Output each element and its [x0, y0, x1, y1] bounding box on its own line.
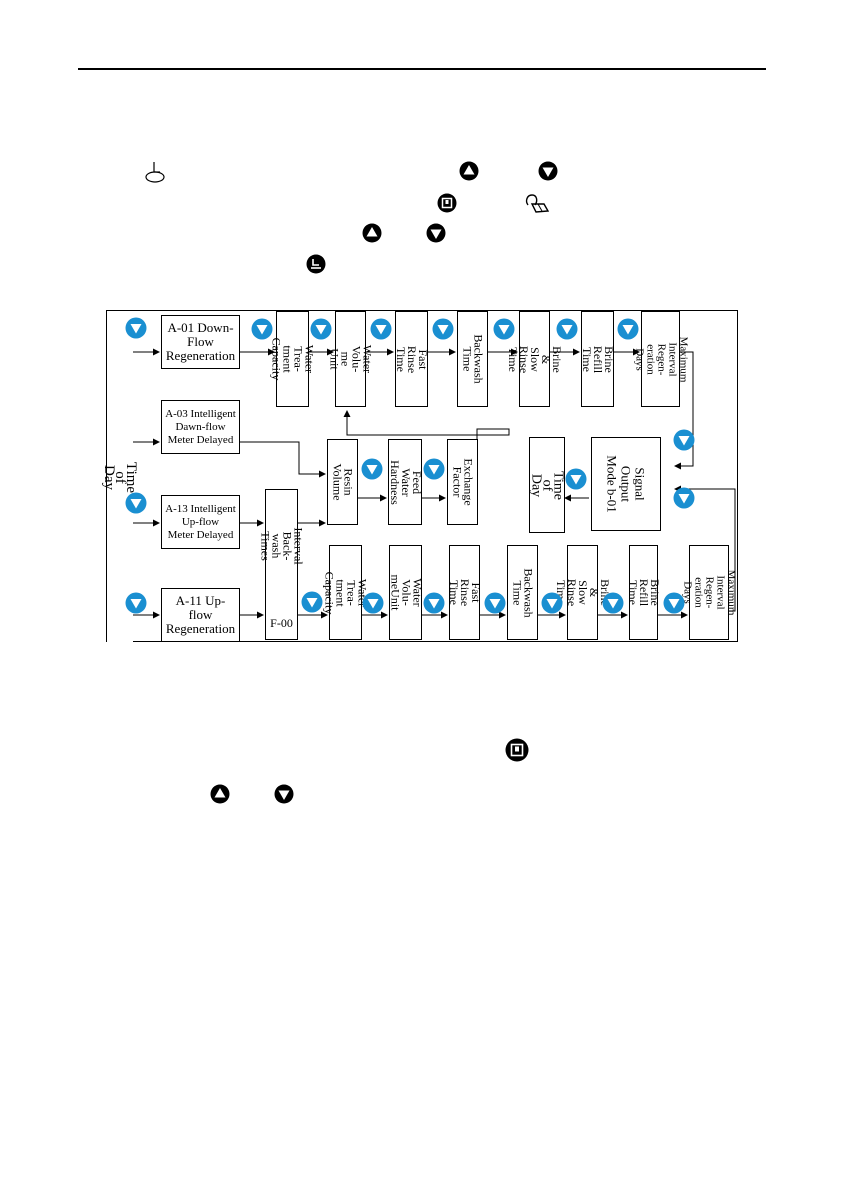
bottom-water-volume-unit-box: Water Volu- meUnit [388, 545, 424, 640]
menu-button-icon [505, 738, 529, 762]
top-water-volume-unit-box: Water Volu- me Unit [328, 311, 375, 407]
header-rule [78, 68, 766, 70]
feed-water-hardness-box: Feed Water Hardness [388, 439, 424, 525]
top-max-interval-regeneration-days-box: Maximum Interval Regen- eration Days [633, 311, 689, 407]
branch-a13-box: A-13 Intelligent Up-flow Meter Delayed [161, 495, 240, 549]
down-arrow-button-icon [602, 592, 624, 614]
bottom-brine-slow-rinse-time-box: Brine & Slow Rinse Time [554, 545, 612, 640]
up-arrow-button-icon [362, 223, 382, 243]
down-arrow-button-icon [673, 487, 695, 509]
set-button-icon [306, 254, 326, 274]
setting-flow-diagram: Time of Day A-01 Down- Flow Regeneration… [102, 310, 738, 643]
down-arrow-button-icon [556, 318, 578, 340]
top-backwash-time-box: Backwash Time [457, 311, 488, 407]
down-arrow-button-icon [361, 458, 383, 480]
bottom-water-treatment-capacity-box: Water Trea- tment Capacity [323, 545, 370, 640]
down-arrow-button-icon [484, 592, 506, 614]
down-arrow-button-icon [426, 223, 446, 243]
down-arrow-button-icon [362, 592, 384, 614]
time-of-day-box: Time of Day [102, 311, 140, 643]
resin-volume-box: Resin Volume [327, 439, 358, 525]
top-brine-slow-rinse-time-box: Brine & Slow Rinse Time [506, 311, 564, 407]
menu-button-icon [437, 193, 457, 213]
bottom-brine-refill-time-box: Brine Refill Time [626, 545, 662, 640]
exchange-factor-box: Exchange Factor [447, 439, 478, 525]
up-arrow-button-icon [210, 784, 230, 804]
top-water-treatment-capacity-box: Water Trea- tment Capacity [270, 311, 317, 407]
down-arrow-button-icon [663, 592, 685, 614]
interval-backwash-code: F-00 [270, 616, 293, 630]
bottom-fast-rinse-time-box: Fast Rinse Time [447, 545, 483, 640]
branch-a11-box: A-11 Up- flow Regeneration [161, 588, 240, 642]
down-arrow-button-icon [617, 318, 639, 340]
down-arrow-button-icon [423, 592, 445, 614]
down-arrow-button-icon [310, 318, 332, 340]
top-brine-refill-time-box: Brine Refill Time [580, 311, 616, 407]
end-time-of-day-box: Time of Day [529, 437, 566, 533]
branch-a01-box: A-01 Down- Flow Regeneration [161, 315, 240, 369]
down-arrow-button-icon [493, 318, 515, 340]
down-arrow-button-icon [274, 784, 294, 804]
up-arrow-button-icon [459, 161, 479, 181]
down-arrow-button-icon [125, 592, 147, 614]
down-arrow-button-icon [565, 468, 587, 490]
down-arrow-button-icon [673, 429, 695, 451]
down-arrow-button-icon [370, 318, 392, 340]
signal-output-mode-box: Signal Output Mode b-01 [591, 437, 661, 531]
down-arrow-button-icon [538, 161, 558, 181]
bottom-max-interval-regeneration-days-box: Maximum Interval Regen- eration Days [682, 545, 738, 640]
interval-backwash-times-box: Interval Back- wash Times F-00 [259, 489, 306, 640]
down-arrow-button-icon [125, 317, 147, 339]
down-arrow-button-icon [125, 492, 147, 514]
lock-icon [525, 194, 550, 213]
branch-a03-box: A-03 Intelligent Dawn-flow Meter Delayed [161, 400, 240, 454]
down-arrow-button-icon [301, 591, 323, 613]
down-arrow-button-icon [541, 592, 563, 614]
top-fast-rinse-time-box: Fast Rinse Time [394, 311, 430, 407]
down-arrow-button-icon [251, 318, 273, 340]
bottom-backwash-time-box: Backwash Time [507, 545, 538, 640]
down-arrow-button-icon [423, 458, 445, 480]
clock-icon [145, 162, 165, 183]
down-arrow-button-icon [432, 318, 454, 340]
